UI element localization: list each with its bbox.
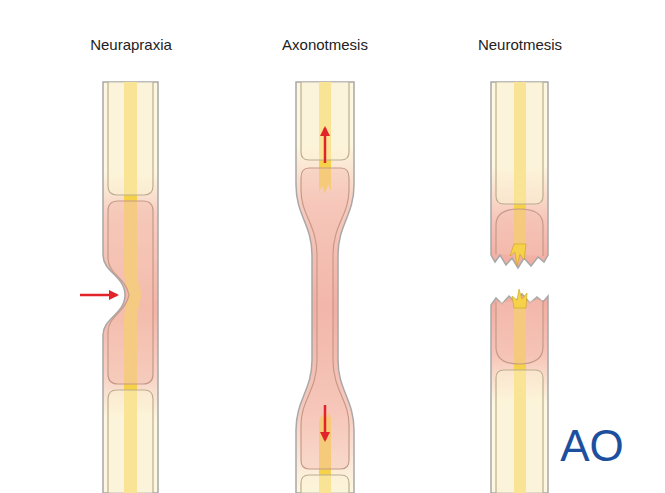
column-heading: Axonotmesis [282,36,368,54]
logo-text: AO [560,420,624,473]
neurotmesis-nerve [491,82,548,493]
axonotmesis-nerve [296,82,354,493]
neurapraxia-nerve [80,82,158,493]
column-heading: Neurotmesis [478,36,562,54]
column-heading: Neurapraxia [90,36,172,54]
